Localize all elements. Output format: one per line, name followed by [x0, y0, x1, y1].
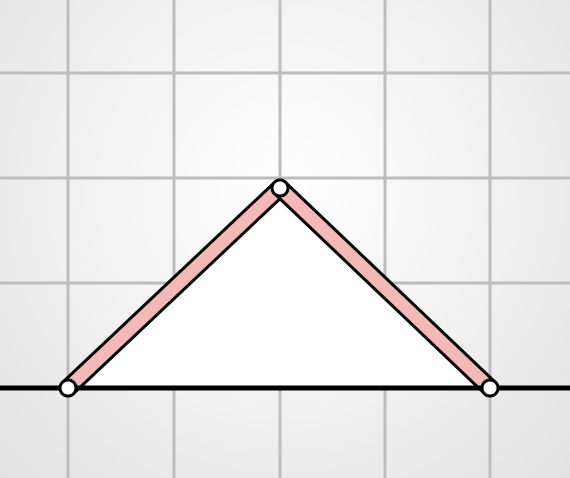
triangle-body: [68, 188, 490, 388]
hinge-left-vertex[interactable]: [58, 378, 78, 398]
hinge-right-vertex[interactable]: [480, 378, 500, 398]
hinge-apex-vertex[interactable]: [270, 178, 290, 198]
